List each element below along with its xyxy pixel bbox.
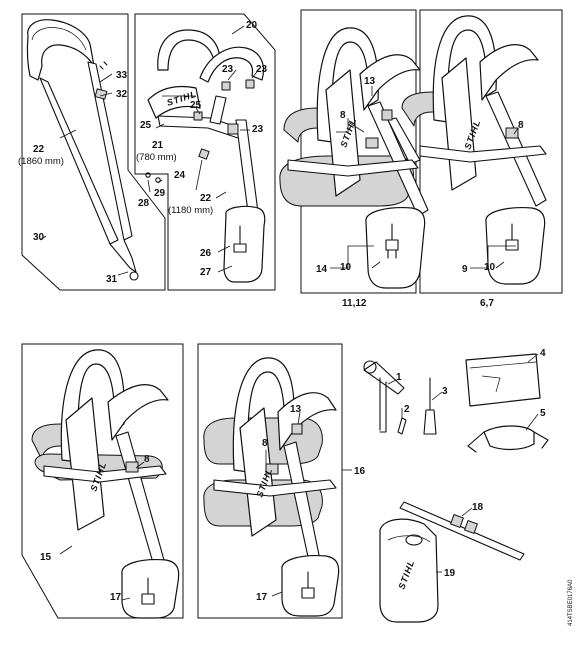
instruction-folder (465, 353, 541, 407)
single-shoulder-strap (26, 19, 139, 281)
callout-27: 27 (200, 267, 212, 278)
panel-frame-harness-11-12 (300, 9, 417, 294)
dimension-1180: (1180 mm) (168, 205, 213, 216)
callout-17-a: 17 (110, 592, 122, 603)
callout-3: 3 (442, 386, 448, 397)
callout-18: 18 (472, 502, 484, 513)
callout-23-c: 23 (252, 124, 264, 135)
callout-13-a: 13 (364, 76, 376, 87)
panel-frame-harness-15 (21, 343, 184, 619)
callout-16: 16 (354, 466, 366, 477)
callout-32: 32 (116, 89, 128, 100)
callout-20: 20 (246, 20, 258, 31)
callout-2: 2 (404, 404, 410, 415)
callout-31: 31 (106, 274, 118, 285)
tool-bag-19 (379, 518, 439, 623)
callout-17-b: 17 (256, 592, 268, 603)
callout-4: 4 (540, 348, 546, 359)
callout-23-b: 23 (256, 64, 268, 75)
panel-frame-harness-16 (197, 343, 343, 619)
group-label-11-12: 11,12 (342, 298, 367, 309)
callout-29: 29 (154, 188, 166, 199)
callout-10-b: 10 (484, 262, 496, 273)
group-label-6-7: 6,7 (480, 298, 494, 309)
dimension-1860: (1860 mm) (18, 156, 64, 167)
callout-10-a: 10 (340, 262, 352, 273)
dimension-780: (780 mm) (136, 152, 177, 163)
harness-6-7 (401, 15, 547, 285)
drawing-reference: 414TSBE0176A0 (568, 579, 574, 626)
pin-2 (397, 417, 407, 435)
callout-22-mid: 22 (200, 193, 212, 204)
callout-1: 1 (396, 372, 402, 383)
callout-5: 5 (540, 408, 546, 419)
callout-8-c: 8 (144, 454, 150, 465)
callout-13-b: 13 (290, 404, 302, 415)
harness-16 (203, 357, 340, 617)
callout-9: 9 (462, 264, 468, 275)
callout-24: 24 (174, 170, 186, 181)
callout-8-a: 8 (340, 110, 346, 121)
callout-14: 14 (316, 264, 328, 275)
leader-lines (39, 25, 539, 601)
callout-15: 15 (40, 552, 52, 563)
callout-8-d: 8 (262, 438, 268, 449)
callout-23-a: 23 (222, 64, 234, 75)
panel-frame-harness (134, 13, 276, 291)
callout-26: 26 (200, 248, 212, 259)
callout-19: 19 (444, 568, 456, 579)
callout-33: 33 (116, 70, 128, 81)
harness-15 (31, 349, 180, 619)
screwdriver (423, 377, 437, 435)
combination-wrench (363, 360, 405, 433)
full-harness (145, 29, 266, 283)
safety-glasses (467, 425, 549, 453)
harness-11-12 (279, 27, 429, 289)
callout-30: 30 (33, 232, 45, 243)
callout-22-long: 22 (33, 144, 45, 155)
callout-21: 21 (152, 140, 164, 151)
callout-28: 28 (138, 198, 150, 209)
belt-clip-18 (399, 501, 525, 561)
callout-25-a: 25 (190, 100, 202, 111)
callout-8-b: 8 (518, 120, 524, 131)
panel-frame-single-strap (21, 13, 166, 291)
callout-25-b: 25 (140, 120, 152, 131)
